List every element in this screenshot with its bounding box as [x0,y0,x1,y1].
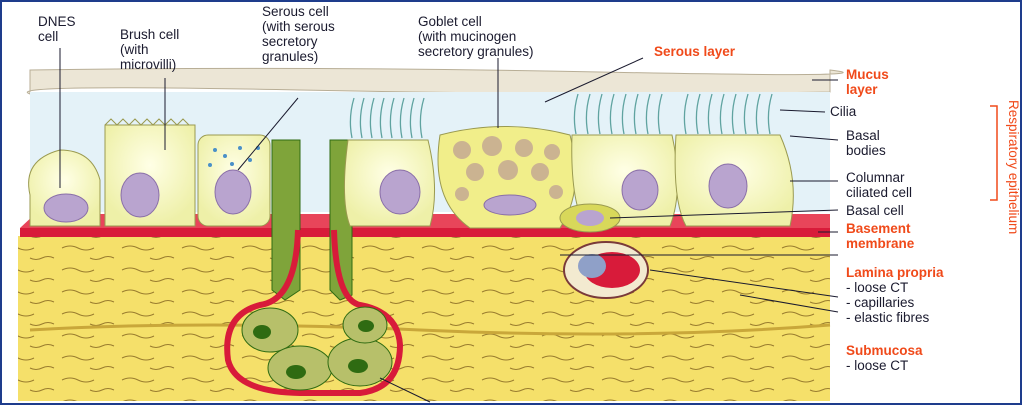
label-cilia: Cilia [830,104,856,119]
label-serous-layer: Serous layer [654,44,735,59]
label-basal-cell: Basal cell [846,203,904,218]
dnes-cell [29,150,100,226]
label-elastic-fibres: - elastic fibres [846,310,929,325]
label-columnar-ciliated-cell: Columnar ciliated cell [846,170,912,200]
label-lamina-propria: Lamina propria [846,265,944,280]
label-basal-bodies: Basal bodies [846,128,886,158]
bracket-right-icon [990,106,997,200]
label-serous-cell: Serous cell (with serous secretory granu… [262,4,335,64]
label-submucosa: Submucosa [846,343,923,358]
brush-cell [105,119,195,226]
label-mucus-layer: Mucus layer [846,67,889,97]
label-goblet-cell: Goblet cell (with mucinogen secretory gr… [418,14,534,59]
label-respiratory-epithelium: Respiratory epithelium [1006,100,1021,234]
basement-membrane [20,228,830,237]
serous-cell [198,135,270,226]
label-loose-ct-submucosa: - loose CT [846,358,908,373]
columnar-ciliated-cell-1 [344,140,434,226]
mucus-layer [27,68,843,94]
capillary [564,242,648,298]
label-basement-membrane: Basement membrane [846,221,914,251]
label-brush-cell: Brush cell (with microvilli) [120,27,179,72]
label-capillaries: - capillaries [846,295,914,310]
label-dnes-cell: DNES cell [38,14,76,44]
goblet-cell [438,127,576,229]
label-respiratory-epithelium-wrap: Respiratory epithelium [1005,100,1022,260]
label-loose-ct: - loose CT [846,280,908,295]
